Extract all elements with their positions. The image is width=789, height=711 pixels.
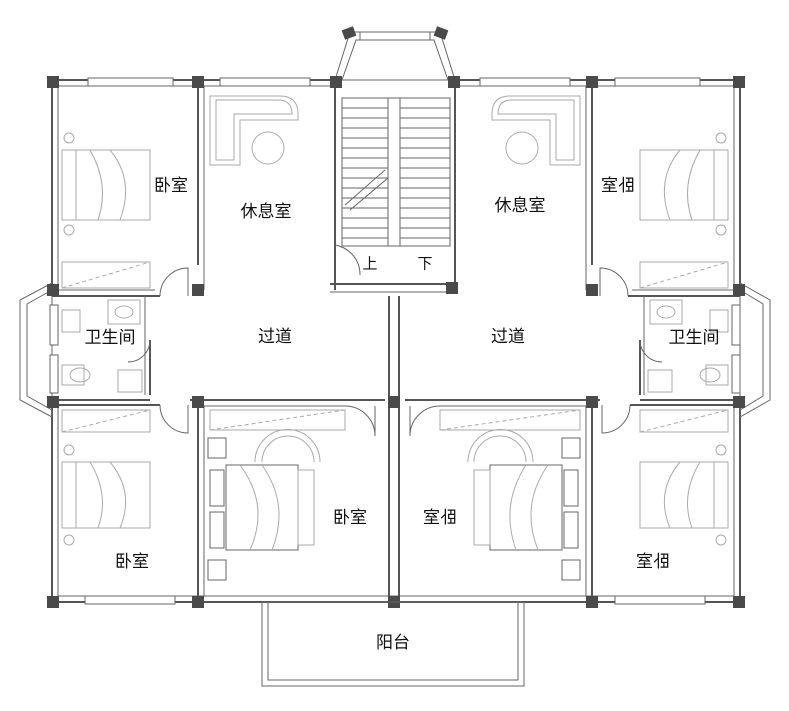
label-lounge-right: 休息室 [495, 196, 546, 216]
outer-walls [51, 79, 741, 603]
stair-down-label: 下 [417, 255, 432, 273]
balcony: 阳台 [261, 601, 525, 687]
bed-bottom-center-right [467, 429, 581, 581]
label-hallway-left: 过道 [258, 327, 292, 347]
label-hallway-right: 过道 [491, 327, 525, 347]
lounge-sofa-right [491, 95, 581, 166]
label-bedroom-bottom-far-left: 卧室 [115, 552, 149, 572]
lounge-sofa-left [209, 95, 299, 166]
wardrobes [61, 261, 729, 433]
label-bedroom-bottom-center-left: 卧室 [333, 508, 367, 528]
balcony-label: 阳台 [376, 633, 410, 653]
bed-top-right [639, 132, 729, 236]
label-bathroom-right: 卫生间 [669, 328, 720, 348]
bathroom-fixtures-right [647, 299, 729, 393]
label-bedroom-top-left: 卧室 [154, 176, 188, 196]
bed-bottom-center-left [207, 429, 321, 581]
label-bedroom-bottom-center-right: 卧室 [423, 508, 457, 528]
stair-up-label: 上 [362, 255, 377, 273]
stair-bay-window [334, 26, 456, 290]
doors [127, 244, 663, 437]
bed-top-left [61, 132, 151, 236]
label-bedroom-bottom-far-right: 卧室 [636, 552, 670, 572]
label-bedroom-top-right: 卧室 [601, 176, 635, 196]
staircase: 上 下 [341, 97, 451, 273]
bed-bottom-far-left [61, 444, 151, 546]
label-lounge-left: 休息室 [241, 202, 292, 222]
interior-walls [52, 86, 740, 602]
room-labels: 卧室 休息室 休息室 卧室 卫生间 卫生间 过道 过道 卧室 卧室 卧室 卧室 [85, 176, 720, 572]
windows [49, 77, 741, 605]
label-bathroom-left: 卫生间 [85, 328, 136, 348]
bed-bottom-far-right [639, 444, 729, 546]
bathroom-fixtures-left [61, 299, 143, 393]
columns [47, 76, 745, 608]
